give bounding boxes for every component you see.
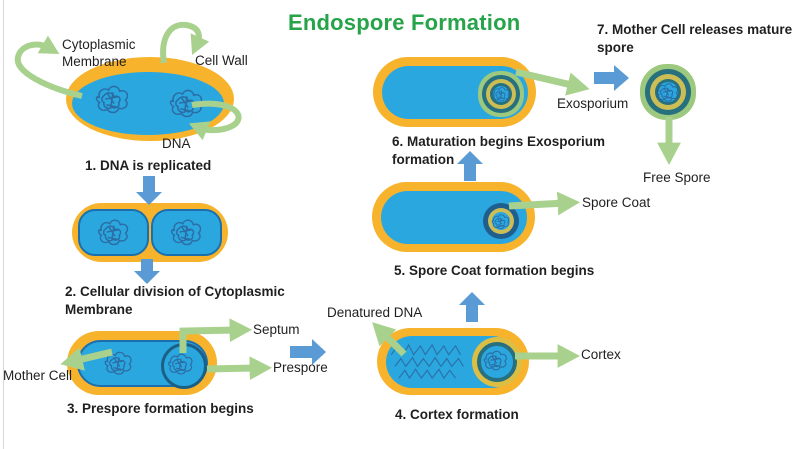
arrow-step2-to-step3 xyxy=(134,259,160,284)
stage1-cytoplasm xyxy=(72,72,224,135)
caption-step3: 3. Prespore formation begins xyxy=(67,401,254,416)
stage4-forespore-cortex xyxy=(477,342,517,382)
arrow-step1-to-step2 xyxy=(136,176,162,205)
caption-step7: 7. Mother Cell releases mature spore xyxy=(597,22,793,56)
caption-step6: 6. Maturation begins Exosporium formatio… xyxy=(392,134,606,168)
arrow-step4-to-step5 xyxy=(459,292,485,322)
label-cortex: Cortex xyxy=(581,347,621,362)
label-free-spore: Free Spore xyxy=(643,170,711,185)
label-septum: Septum xyxy=(253,322,300,337)
stage3-prespore xyxy=(161,343,207,389)
label-cell-wall: Cell Wall xyxy=(195,53,248,68)
stage6-spore-with-exosporium xyxy=(493,86,509,102)
caption-step5: 5. Spore Coat formation begins xyxy=(394,263,595,278)
caption-step1: 1. DNA is replicated xyxy=(85,158,212,173)
caption-step4: 4. Cortex formation xyxy=(395,407,519,422)
stage7-free-spore xyxy=(658,82,678,102)
label-exosporium: Exosporium xyxy=(557,96,629,111)
label-prespore: Prespore xyxy=(273,360,328,375)
label-mother-cell: Mother Cell xyxy=(3,368,73,383)
label-spore-coat: Spore Coat xyxy=(582,195,651,210)
page-title: Endospore Formation xyxy=(288,10,521,35)
label-dna: DNA xyxy=(162,136,191,151)
stage2-left-compartment xyxy=(78,209,149,256)
stage5-spore-with-coat xyxy=(492,212,510,230)
arrow-step6-to-step7 xyxy=(594,65,629,91)
stage2-right-compartment xyxy=(151,209,222,256)
label-cytoplasmic-membrane: Cytoplasmic Membrane xyxy=(62,37,136,69)
slide-edge-divider xyxy=(3,0,4,449)
caption-step2: 2. Cellular division of Cytoplasmic Memb… xyxy=(65,284,285,318)
label-denatured-dna: Denatured DNA xyxy=(327,305,423,320)
